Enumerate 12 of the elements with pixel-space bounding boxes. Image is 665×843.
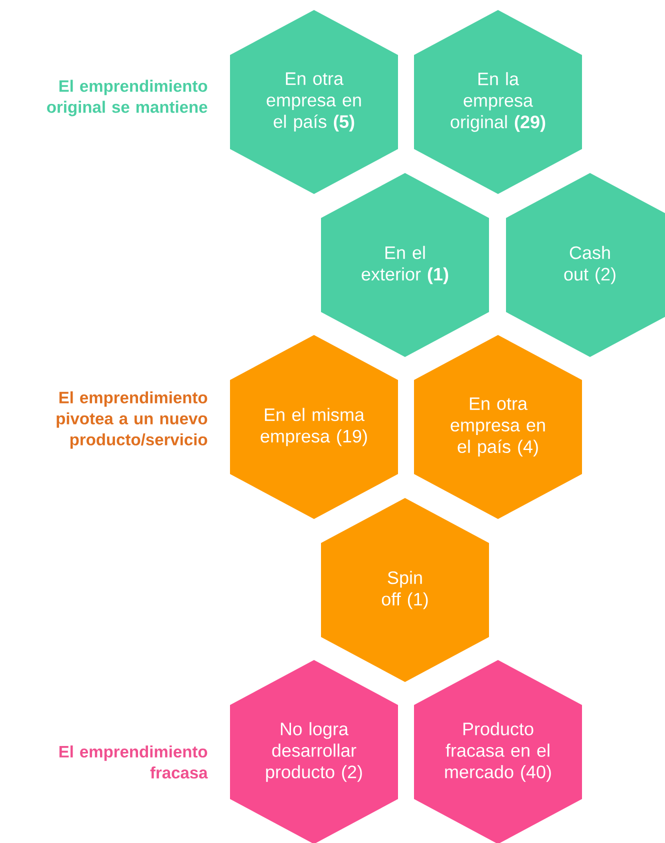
hexagon: En el exterior (1) [321,173,489,357]
group-label: El emprendimiento pivotea a un nuevo producto/servicio [56,391,208,449]
hexagon: Spin off (1) [321,498,489,682]
group-label: El emprendimiento fracasa [59,745,208,779]
hexagon: En el misma empresa (19) [230,335,398,519]
hexagon: En la empresa original (29) [414,10,582,194]
hexagon: En otra empresa en el país (4) [414,335,582,519]
hexagon: No logra desarrollar producto (2) [230,660,398,843]
hexagon: Cash out (2) [506,173,665,357]
hexagon: Producto fracasa en el mercado (40) [414,660,582,843]
hexagon: En otra empresa en el país (5) [230,10,398,194]
group-label: El emprendimiento original se mantiene [47,80,208,116]
